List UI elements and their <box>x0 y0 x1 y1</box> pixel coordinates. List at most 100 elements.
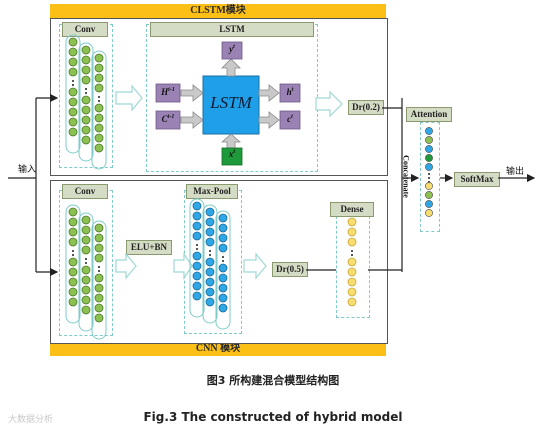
cnn-conv-col2-capsule <box>78 212 94 332</box>
h-out-label: ht <box>286 87 294 97</box>
pool-col1-ellipsis-dot <box>196 248 198 250</box>
y-output-label: yt <box>229 44 235 54</box>
clstm-conv-col1-neuron <box>68 97 78 107</box>
dense-col-neuron <box>347 267 357 277</box>
cnn-conv-col1-neuron <box>68 207 78 217</box>
clstm-conv-col3-neuron <box>94 113 104 123</box>
cnn-conv-col3-neuron <box>94 243 104 253</box>
pool-col3-neuron <box>218 303 228 313</box>
cnn-conv-col2-neuron <box>81 265 91 275</box>
clstm-module-bar: CLSTM模块 <box>50 4 386 18</box>
attention-ellipsis-dot <box>428 177 430 179</box>
pool-col1-neuron <box>192 211 202 221</box>
clstm-conv-col3-neuron <box>94 103 104 113</box>
clstm-conv-col3-neuron <box>94 133 104 143</box>
clstm-conv-col3-neuron <box>94 83 104 93</box>
pool-col2-ellipsis-dot <box>209 250 211 252</box>
pool-col2-neuron <box>205 297 215 307</box>
cnn-conv-col3-neuron <box>94 283 104 293</box>
cnn-conv-col2-ellipsis-dot <box>85 262 87 264</box>
cnn-conv-col3-neuron <box>94 233 104 243</box>
lstm-core-label: LSTM <box>210 93 252 112</box>
dense-col-ellipsis-dot <box>351 254 353 256</box>
clstm-conv-col2-ellipsis-dot <box>85 88 87 90</box>
cnn-conv-col3-neuron <box>94 223 104 233</box>
clstm-conv-col3-neuron <box>94 73 104 83</box>
dense-col-neuron <box>347 277 357 287</box>
pool-col1-neuron <box>192 281 202 291</box>
cnn-conv-col2-neuron <box>81 295 91 305</box>
attention-neuron <box>425 191 433 199</box>
concatenate-label: Concatenate <box>401 155 411 198</box>
cnn-conv-col1-neuron <box>68 267 78 277</box>
clstm-conv-col1-neuron <box>68 47 78 57</box>
pool-col2-neuron <box>205 237 215 247</box>
cnn-conv-col3-ellipsis-dot <box>98 266 100 268</box>
cnn-conv-col1-neuron <box>68 227 78 237</box>
attention-neuron <box>425 209 433 217</box>
clstm-conv-col1-ellipsis-dot <box>72 84 74 86</box>
cnn-conv-col1-capsule <box>65 204 81 324</box>
clstm-conv-col2-neuron <box>81 125 91 135</box>
pool-col1-neuron <box>192 221 202 231</box>
attention-neuron <box>425 136 433 144</box>
pool-col1-neuron <box>192 251 202 261</box>
pool-col3-neuron <box>218 283 228 293</box>
attention-neuron <box>425 154 433 162</box>
pool-col3-neuron <box>218 223 228 233</box>
pool-col2-neuron <box>205 257 215 267</box>
clstm-conv-col1-neuron <box>68 67 78 77</box>
attention-neuron <box>425 182 433 190</box>
attention-label: Attention <box>406 107 452 122</box>
cnn-module-bar: CNN 模块 <box>50 342 386 356</box>
dropout-02-box: Dr(0.2) <box>348 100 384 115</box>
dense-col-ellipsis-dot <box>351 250 353 252</box>
cnn-conv-col2-neuron <box>81 215 91 225</box>
cnn-conv-col3-capsule <box>91 220 107 340</box>
cnn-conv-col3-neuron <box>94 273 104 283</box>
clstm-conv-col2-neuron <box>81 55 91 65</box>
clstm-conv-col3-neuron <box>94 123 104 133</box>
c-prev-label: Ct-1 <box>161 114 175 124</box>
output-label: 输出 <box>506 167 525 177</box>
maxpool-label: Max-Pool <box>186 184 238 199</box>
pool-col3-neuron <box>218 263 228 273</box>
dense-col-neuron <box>347 237 357 247</box>
attention-neuron <box>425 145 433 153</box>
cnn-conv-col2-neuron <box>81 225 91 235</box>
x-input-label: xt <box>228 149 236 159</box>
clstm-conv-col2-ellipsis-dot <box>85 92 87 94</box>
elu-bn-label: ELU+BN <box>126 240 172 255</box>
pool-col1-neuron <box>192 201 202 211</box>
clstm-conv-col2-neuron <box>81 115 91 125</box>
cnn-conv-col1-ellipsis-dot <box>72 254 74 256</box>
clstm-conv-col2-neuron <box>81 45 91 55</box>
clstm-conv-col3-ellipsis-dot <box>98 96 100 98</box>
cnn-conv-col1-neuron <box>68 277 78 287</box>
pool-col1-neuron <box>192 261 202 271</box>
concat-lines <box>306 98 536 272</box>
clstm-conv-col2-neuron <box>81 95 91 105</box>
clstm-conv-col2-neuron <box>81 65 91 75</box>
cnn-conv-col3-neuron <box>94 303 104 313</box>
clstm-conv-label: Conv <box>62 22 108 37</box>
clstm-conv-col2-neuron <box>81 105 91 115</box>
hollow-arrows <box>115 84 343 280</box>
pool-col2-neuron <box>205 267 215 277</box>
cnn-conv-col2-neuron <box>81 245 91 255</box>
pool-col3-neuron <box>218 213 228 223</box>
input-branch <box>8 93 59 277</box>
cnn-conv-col2-neuron <box>81 305 91 315</box>
clstm-conv-col1-ellipsis-dot <box>72 80 74 82</box>
pool-col2-neuron <box>205 277 215 287</box>
h-prev-label: Ht-1 <box>161 87 175 97</box>
pool-col3-capsule <box>215 210 231 330</box>
attention-ellipsis-dot <box>428 173 430 175</box>
pool-col3-neuron <box>218 293 228 303</box>
clstm-conv-col1-capsule <box>65 34 81 154</box>
attention-neuron <box>425 163 433 171</box>
pool-col3-ellipsis-dot <box>222 260 224 262</box>
clstm-conv-col3-capsule <box>91 50 107 170</box>
attention-region <box>420 122 440 232</box>
clstm-conv-col1-neuron <box>68 87 78 97</box>
